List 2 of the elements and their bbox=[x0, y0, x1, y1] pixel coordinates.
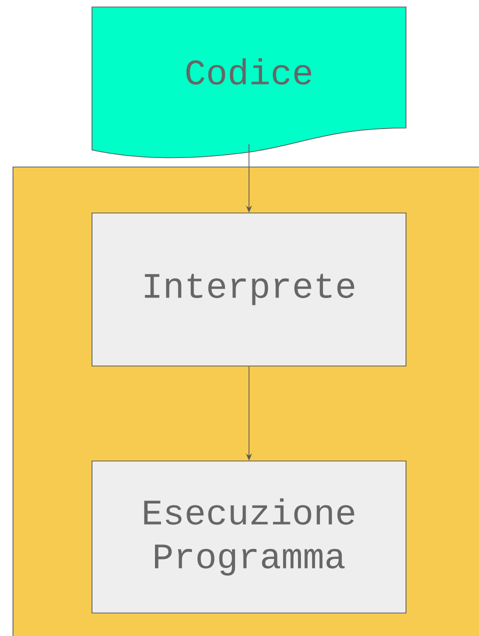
process-box: Interprete bbox=[92, 212, 406, 366]
process-box: Esecuzione Programma bbox=[92, 460, 406, 614]
